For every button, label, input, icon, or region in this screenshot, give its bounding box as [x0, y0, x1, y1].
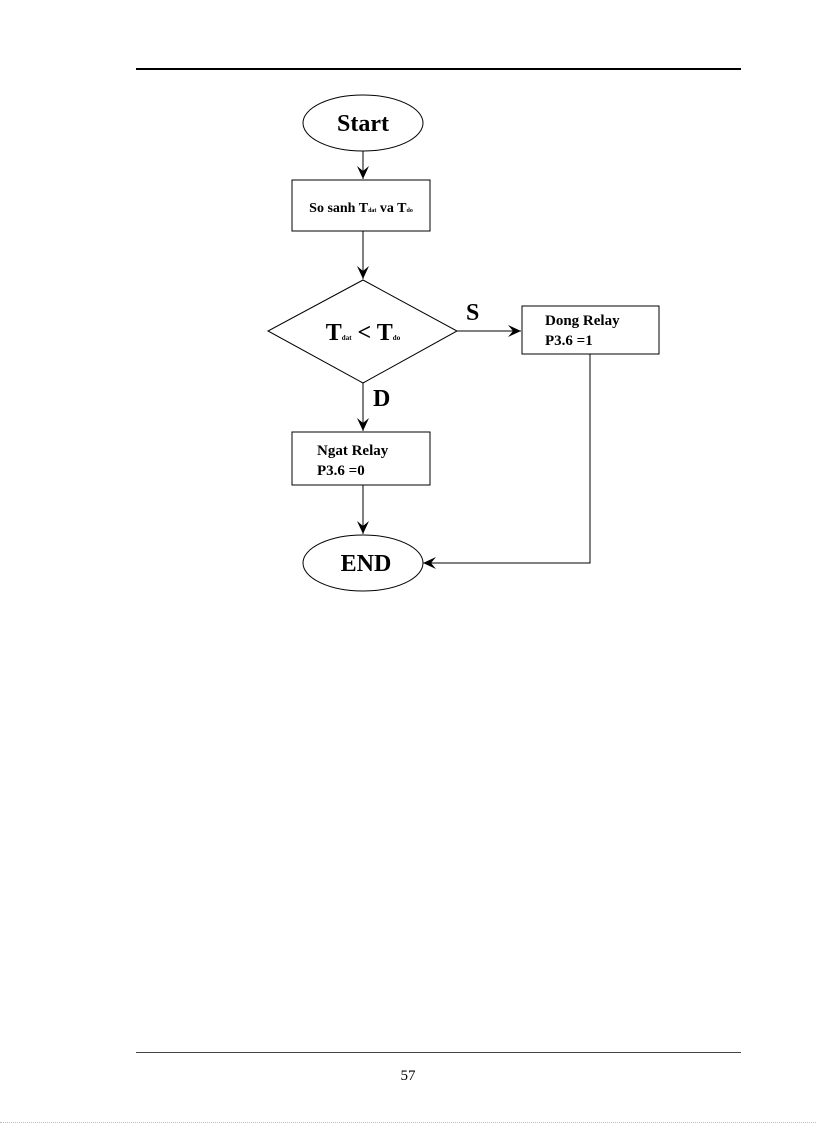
start-label: Start	[337, 111, 389, 137]
dong-relay-line1: Dong Relay	[545, 313, 620, 329]
dong-relay-line2: P3.6 =1	[545, 333, 593, 349]
arrow-dong-to-end	[423, 354, 591, 569]
dong-relay-box: Dong Relay P3.6 =1	[521, 305, 660, 355]
ngat-relay-box: Ngat Relay P3.6 =0	[291, 431, 431, 486]
end-label: END	[341, 551, 392, 577]
branch-label-d: D	[373, 386, 390, 412]
compare-label: So sanh Tdat va Tdo	[309, 201, 413, 216]
footer-rule	[136, 1052, 741, 1053]
start-node: Start	[302, 94, 424, 152]
header-rule	[136, 68, 741, 70]
branch-label-s: S	[466, 300, 479, 326]
decision-diamond: Tdat < Tdo	[266, 279, 459, 384]
page-number: 57	[400, 1068, 416, 1084]
decision-label: Tdat < Tdo	[326, 320, 401, 346]
compare-process-box: So sanh Tdat va Tdo	[291, 179, 431, 232]
ngat-relay-line2: P3.6 =0	[317, 463, 365, 479]
end-node: END	[302, 534, 424, 592]
ngat-relay-line1: Ngat Relay	[317, 443, 389, 459]
